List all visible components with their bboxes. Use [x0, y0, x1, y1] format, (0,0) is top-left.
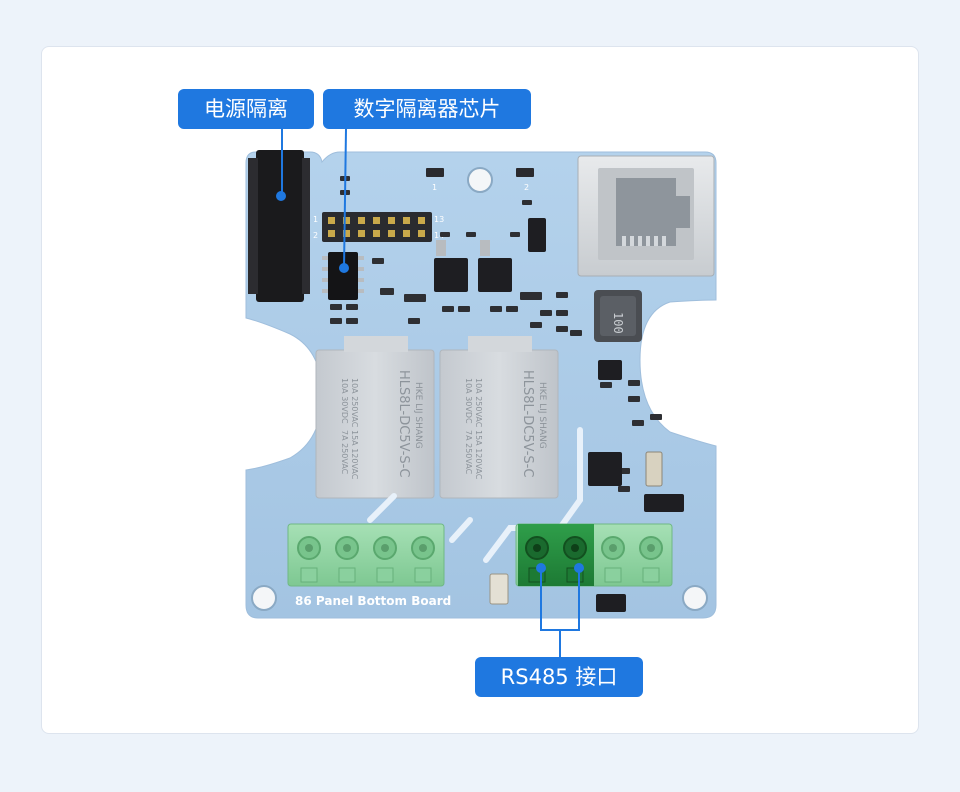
relay-2-rating-1: 10A 250VAC [474, 378, 483, 428]
mounting-hole-icon [251, 167, 708, 611]
smd-part [330, 318, 342, 324]
smd-part [440, 232, 450, 237]
header-pin [388, 217, 395, 224]
smd-part [522, 200, 532, 205]
relay-1-rating-3: 15A 120VAC [350, 430, 359, 480]
header-pin [343, 230, 350, 237]
smd-part [628, 396, 640, 402]
relay-2-rating-3: 15A 120VAC [474, 430, 483, 480]
relay-1-brand: HKE LIJ SHANG [413, 382, 423, 449]
smd-part [600, 382, 612, 388]
smd-part [346, 304, 358, 310]
header-pin [328, 230, 335, 237]
header-pin [373, 217, 380, 224]
smd-part [556, 326, 568, 332]
smd-part [556, 292, 568, 298]
header-pin [328, 217, 335, 224]
power-inductor [594, 290, 642, 342]
pin-header [322, 212, 432, 242]
relay-1-rating-4: 7A 250VAC [340, 430, 349, 475]
relay-2-rating-2: 10A 30VDC [464, 378, 473, 424]
smd-part [466, 232, 476, 237]
board-label: 86 Panel Bottom Board [295, 594, 451, 608]
rs485-terminal-block [515, 523, 673, 587]
power-isolation-module [248, 150, 310, 302]
smd-part [520, 292, 542, 300]
pin-label-14: 14 [434, 231, 444, 240]
inductor-mark: 100 [611, 312, 625, 334]
smd-part [628, 380, 640, 386]
header-pin [418, 230, 425, 237]
smd-part [372, 258, 384, 264]
relay-2-brand: HKE LIJ SHANG [537, 382, 547, 449]
smd-part [404, 294, 426, 302]
smd-part [556, 310, 568, 316]
header-pin [358, 230, 365, 237]
smd-part [650, 414, 662, 420]
header-pin [418, 217, 425, 224]
relay-2-rating-4: 7A 250VAC [464, 430, 473, 475]
led-label-2: 2 [524, 183, 529, 192]
header-pin [403, 230, 410, 237]
smd-part [346, 318, 358, 324]
header-pin [358, 217, 365, 224]
header-pin [373, 230, 380, 237]
mosfet-pair [434, 218, 546, 292]
smd-part [490, 306, 502, 312]
rj45-jack-icon [577, 155, 715, 277]
smd-part [510, 232, 520, 237]
pin-label-1: 1 [313, 215, 318, 224]
smd-part [458, 306, 470, 312]
pin-label-13: 13 [434, 215, 444, 224]
rs485-callout: RS485 接口 [475, 657, 643, 697]
status-led-icon [426, 168, 534, 177]
smd-part [408, 318, 420, 324]
header-pin [403, 217, 410, 224]
relay-1-rating-1: 10A 250VAC [350, 378, 359, 428]
smd-part [442, 306, 454, 312]
pin-label-2: 2 [313, 231, 318, 240]
relay-1 [315, 336, 435, 499]
smd-part [330, 304, 342, 310]
relay-terminal-block [287, 523, 445, 587]
header-pin [343, 217, 350, 224]
rs485-marker-icon [536, 563, 584, 658]
fuse [489, 573, 626, 612]
relay-2-model: HLS8L-DC5V-S-C [520, 370, 535, 477]
header-pin [388, 230, 395, 237]
smd-part [570, 330, 582, 336]
relay-1-rating-2: 10A 30VDC [340, 378, 349, 424]
smd-part [506, 306, 518, 312]
smd-part [540, 310, 552, 316]
led-label-1: 1 [432, 183, 437, 192]
relay-1-model: HLS8L-DC5V-S-C [396, 370, 411, 477]
transceiver-chip [588, 360, 684, 512]
digital-isolator-chip [322, 252, 364, 300]
smd-part [618, 486, 630, 492]
smd-part [632, 420, 644, 426]
power-isolation-callout: 电源隔离 [178, 89, 314, 129]
digital-isolator-leader [343, 128, 347, 269]
smd-part [380, 288, 394, 295]
relay-2 [439, 336, 559, 499]
digital-isolator-callout: 数字隔离器芯片 [323, 89, 531, 129]
smd-part [530, 322, 542, 328]
